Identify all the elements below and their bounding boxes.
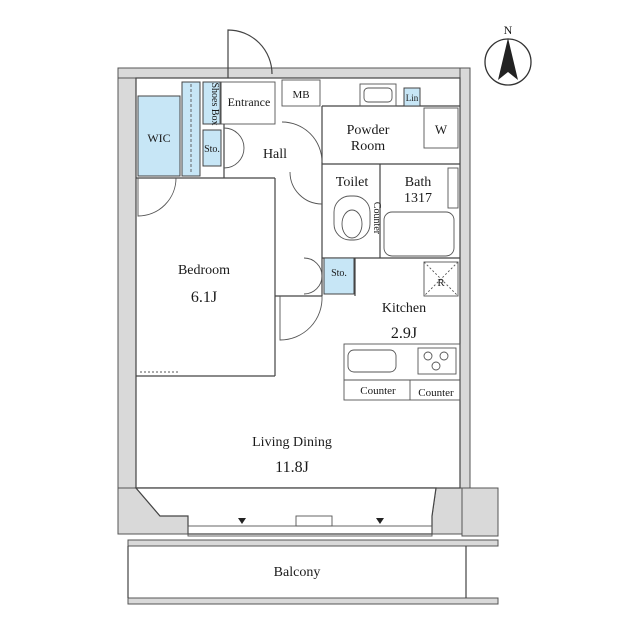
bath-fixtures (323, 167, 459, 295)
sink (347, 349, 397, 373)
washer-box (423, 107, 459, 149)
shoes-box-area (202, 81, 222, 125)
label-sto-top: Sto. (204, 144, 220, 155)
label-bath-size: 1317 (404, 191, 432, 206)
label-washer: W (435, 122, 448, 137)
label-toilet: Toilet (336, 175, 369, 190)
label-shoes-box: Shoes Box (209, 82, 220, 125)
label-bath: Bath (405, 175, 431, 190)
label-balcony: Balcony (274, 565, 321, 580)
balcony-area (127, 546, 467, 598)
label-mb: MB (292, 89, 309, 101)
wic-area (137, 95, 181, 177)
storage-cluster (137, 79, 321, 177)
stove (417, 347, 457, 375)
label-refrigerator: R (437, 277, 445, 289)
kitchen-fixtures (343, 261, 461, 401)
label-sto-mid: Sto. (331, 268, 347, 279)
label-counter-vertical: Counter (371, 202, 382, 235)
label-counter-2: Counter (418, 387, 454, 399)
label-entrance: Entrance (228, 95, 271, 109)
living-window (187, 515, 433, 537)
label-kitchen-size: 2.9J (391, 325, 417, 342)
label-living-dining: Living Dining (252, 435, 332, 450)
sto-top-area (202, 129, 222, 167)
refrigerator-box (423, 261, 459, 297)
label-bedroom: Bedroom (178, 263, 230, 278)
label-powder-room-2: Room (351, 139, 385, 154)
compass-north-label: N (504, 23, 513, 37)
sto-mid-area (323, 257, 355, 295)
label-lin: Lin (406, 93, 419, 103)
powder-room-fixtures (359, 83, 459, 149)
partitions (136, 105, 460, 377)
label-living-size: 11.8J (275, 459, 309, 476)
label-bedroom-size: 6.1J (191, 289, 217, 306)
entrance-door[interactable] (227, 29, 273, 78)
linen-area (403, 87, 421, 107)
interior-doors (137, 121, 323, 341)
label-counter-1: Counter (360, 385, 396, 397)
label-hall: Hall (263, 147, 287, 162)
label-wic: WIC (147, 131, 170, 145)
north-compass: N (484, 23, 532, 86)
label-kitchen: Kitchen (382, 301, 426, 316)
label-powder-room-1: Powder (347, 123, 390, 138)
